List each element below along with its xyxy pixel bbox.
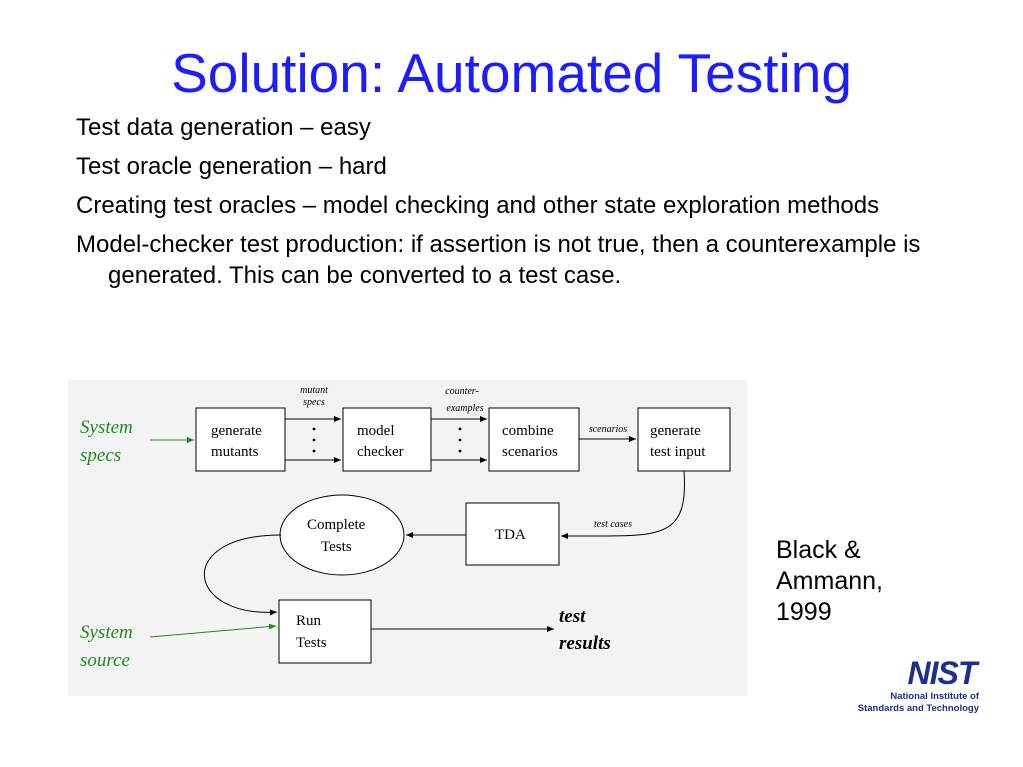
- generate-mutants-text: generate: [211, 423, 262, 439]
- bullet-item: Test data generation – easy: [76, 114, 371, 141]
- ellipsis-dot: [312, 449, 316, 453]
- generate-test-input-box: [637, 407, 731, 472]
- generate-test-input-text: generate: [650, 423, 701, 439]
- model-checker-text: model: [357, 423, 395, 439]
- diagram-canvas: System specs System source generate muta…: [80, 385, 731, 671]
- run-tests-text: Run: [296, 613, 322, 629]
- system-source-label: System: [80, 622, 133, 643]
- complete-tests-text: Complete: [307, 517, 366, 533]
- nist-logo-line: National Institute of: [890, 691, 980, 702]
- test-cases-label: test cases: [594, 519, 632, 530]
- citation-line: 1999: [776, 598, 832, 626]
- combine-scenarios-text: combine: [502, 423, 554, 439]
- tda-text: TDA: [495, 527, 526, 543]
- nist-logo-mark: NIST: [908, 655, 980, 691]
- counter-examples-label: counter-: [445, 386, 479, 397]
- generate-mutants-box: [195, 407, 286, 472]
- bullet-list: Test data generation – easy Test oracle …: [76, 112, 936, 299]
- testing-process-diagram: System specs System source generate muta…: [68, 380, 747, 696]
- ellipsis-dot: [312, 438, 316, 442]
- model-checker-text: checker: [357, 444, 404, 460]
- complete-tests-text: Tests: [321, 539, 352, 555]
- counter-examples-label: examples: [446, 403, 483, 414]
- combine-scenarios-box: [488, 407, 580, 472]
- ellipsis-dot: [458, 438, 462, 442]
- mutant-specs-label: mutant: [300, 385, 328, 396]
- mutant-specs-label: specs: [303, 397, 325, 408]
- test-results-label: results: [559, 633, 611, 654]
- ellipsis-dot: [458, 449, 462, 453]
- generate-mutants-text: mutants: [211, 444, 259, 460]
- ellipsis-dot: [458, 427, 462, 431]
- run-tests-text: Tests: [296, 635, 327, 651]
- nist-logo-graphic: NIST National Institute of Standards and…: [858, 655, 981, 714]
- run-tests-box: [278, 599, 372, 664]
- tda-box: [465, 502, 560, 566]
- system-source-label: source: [80, 650, 130, 671]
- source-input-arrow: [149, 623, 277, 638]
- generate-test-input-text: test input: [650, 444, 706, 460]
- test-cases-arrow: [561, 470, 685, 539]
- citation-line: Black &: [776, 536, 861, 564]
- system-specs-label: System: [80, 417, 133, 438]
- nist-logo: NIST National Institute of Standards and…: [824, 654, 984, 716]
- bullet-item: Model-checker test production: if assert…: [76, 231, 921, 289]
- complete-tests-ellipse: [279, 494, 405, 576]
- combine-scenarios-text: scenarios: [502, 444, 558, 460]
- citation: Black & Ammann, 1999: [776, 535, 976, 628]
- bullet-item: Creating test oracles – model checking a…: [76, 192, 880, 219]
- ellipsis-dot: [312, 427, 316, 431]
- model-checker-box: [342, 407, 432, 472]
- tests-to-run-arrow: [203, 534, 282, 616]
- nist-logo-line: Standards and Technology: [858, 703, 980, 714]
- system-specs-label: specs: [80, 445, 121, 466]
- slide-title: Solution: Automated Testing: [171, 42, 852, 104]
- test-results-label: test: [559, 606, 586, 627]
- citation-line: Ammann,: [776, 567, 883, 595]
- bullet-item: Test oracle generation – hard: [76, 153, 387, 180]
- scenarios-label: scenarios: [589, 424, 627, 435]
